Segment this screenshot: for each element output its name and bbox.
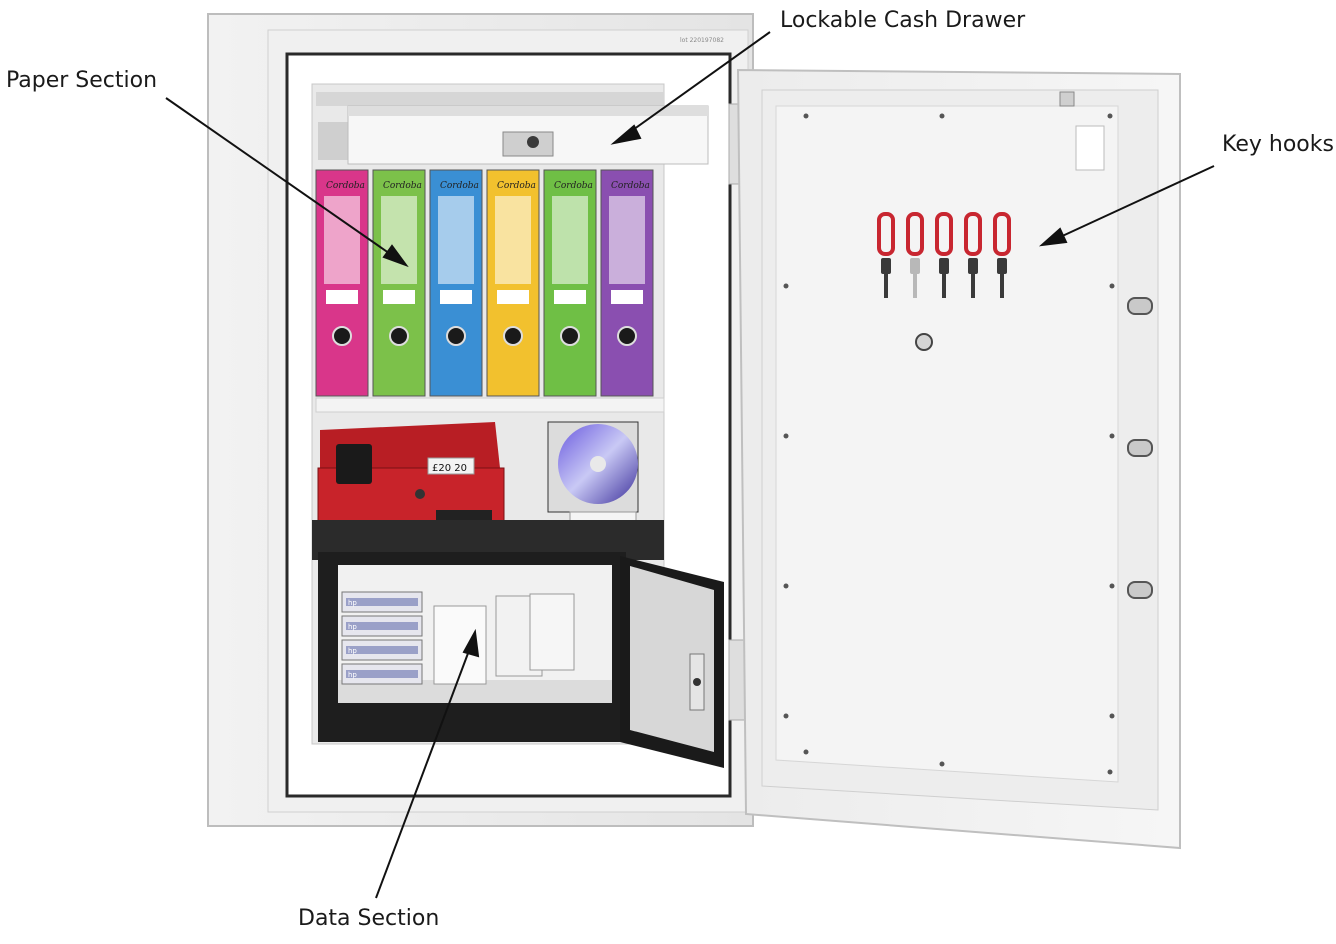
binder: Cordoba — [600, 169, 654, 397]
svg-text:hp: hp — [348, 599, 357, 607]
binder-brand: Cordoba — [554, 181, 593, 191]
arrow-key-hooks — [1057, 165, 1215, 239]
label-lockable-cash-drawer: Lockable Cash Drawer — [780, 8, 1026, 33]
key-icon — [993, 212, 1011, 298]
callout-arrows — [165, 31, 1215, 899]
svg-text:lot 220197082: lot 220197082 — [680, 37, 724, 44]
door-bolt — [1127, 439, 1153, 457]
data-tape: hp — [341, 639, 423, 661]
binder: Cordoba — [486, 169, 540, 397]
door-bolt — [1127, 297, 1153, 315]
door-bolt — [1127, 581, 1153, 599]
svg-text:hp: hp — [348, 623, 357, 631]
binder: Cordoba — [543, 169, 597, 397]
label-data-section: Data Section — [298, 906, 440, 931]
binder-brand: Cordoba — [326, 181, 365, 191]
arrow-data-section — [375, 647, 471, 899]
binder-brand: Cordoba — [611, 181, 650, 191]
key-icon — [964, 212, 982, 298]
binder: Cordoba — [315, 169, 369, 397]
svg-text:hp: hp — [348, 647, 357, 655]
binder-brand: Cordoba — [383, 181, 422, 191]
data-tape: hp — [341, 591, 423, 613]
data-tape: hp — [341, 663, 423, 685]
cash-drawer — [316, 92, 709, 165]
arrow-cash-drawer — [629, 31, 771, 133]
data-cabinet: hp hp hp hp — [312, 520, 724, 768]
key-hooks — [877, 212, 1011, 298]
drawer-lock-icon — [527, 136, 539, 148]
svg-text:hp: hp — [348, 671, 357, 679]
safe-door — [736, 68, 1181, 850]
binder-row: Cordoba Cordoba Cordoba Cordoba Cordoba Cordo… — [315, 169, 654, 397]
key-icon — [935, 212, 953, 298]
key-icon — [877, 212, 895, 298]
binder-brand: Cordoba — [440, 181, 479, 191]
binder: Cordoba — [429, 169, 483, 397]
binder-brand: Cordoba — [497, 181, 536, 191]
label-key-hooks: Key hooks — [1222, 132, 1334, 157]
data-tape: hp — [341, 615, 423, 637]
cash-box: £20 20 — [317, 422, 505, 531]
label-paper-section: Paper Section — [6, 68, 158, 93]
key-icon — [906, 212, 924, 298]
cash-box-label: £20 20 — [432, 463, 467, 474]
door-lock-icon — [915, 333, 933, 351]
cd-disc — [547, 421, 639, 525]
binder: Cordoba — [372, 169, 426, 397]
arrow-paper-section — [165, 97, 397, 259]
